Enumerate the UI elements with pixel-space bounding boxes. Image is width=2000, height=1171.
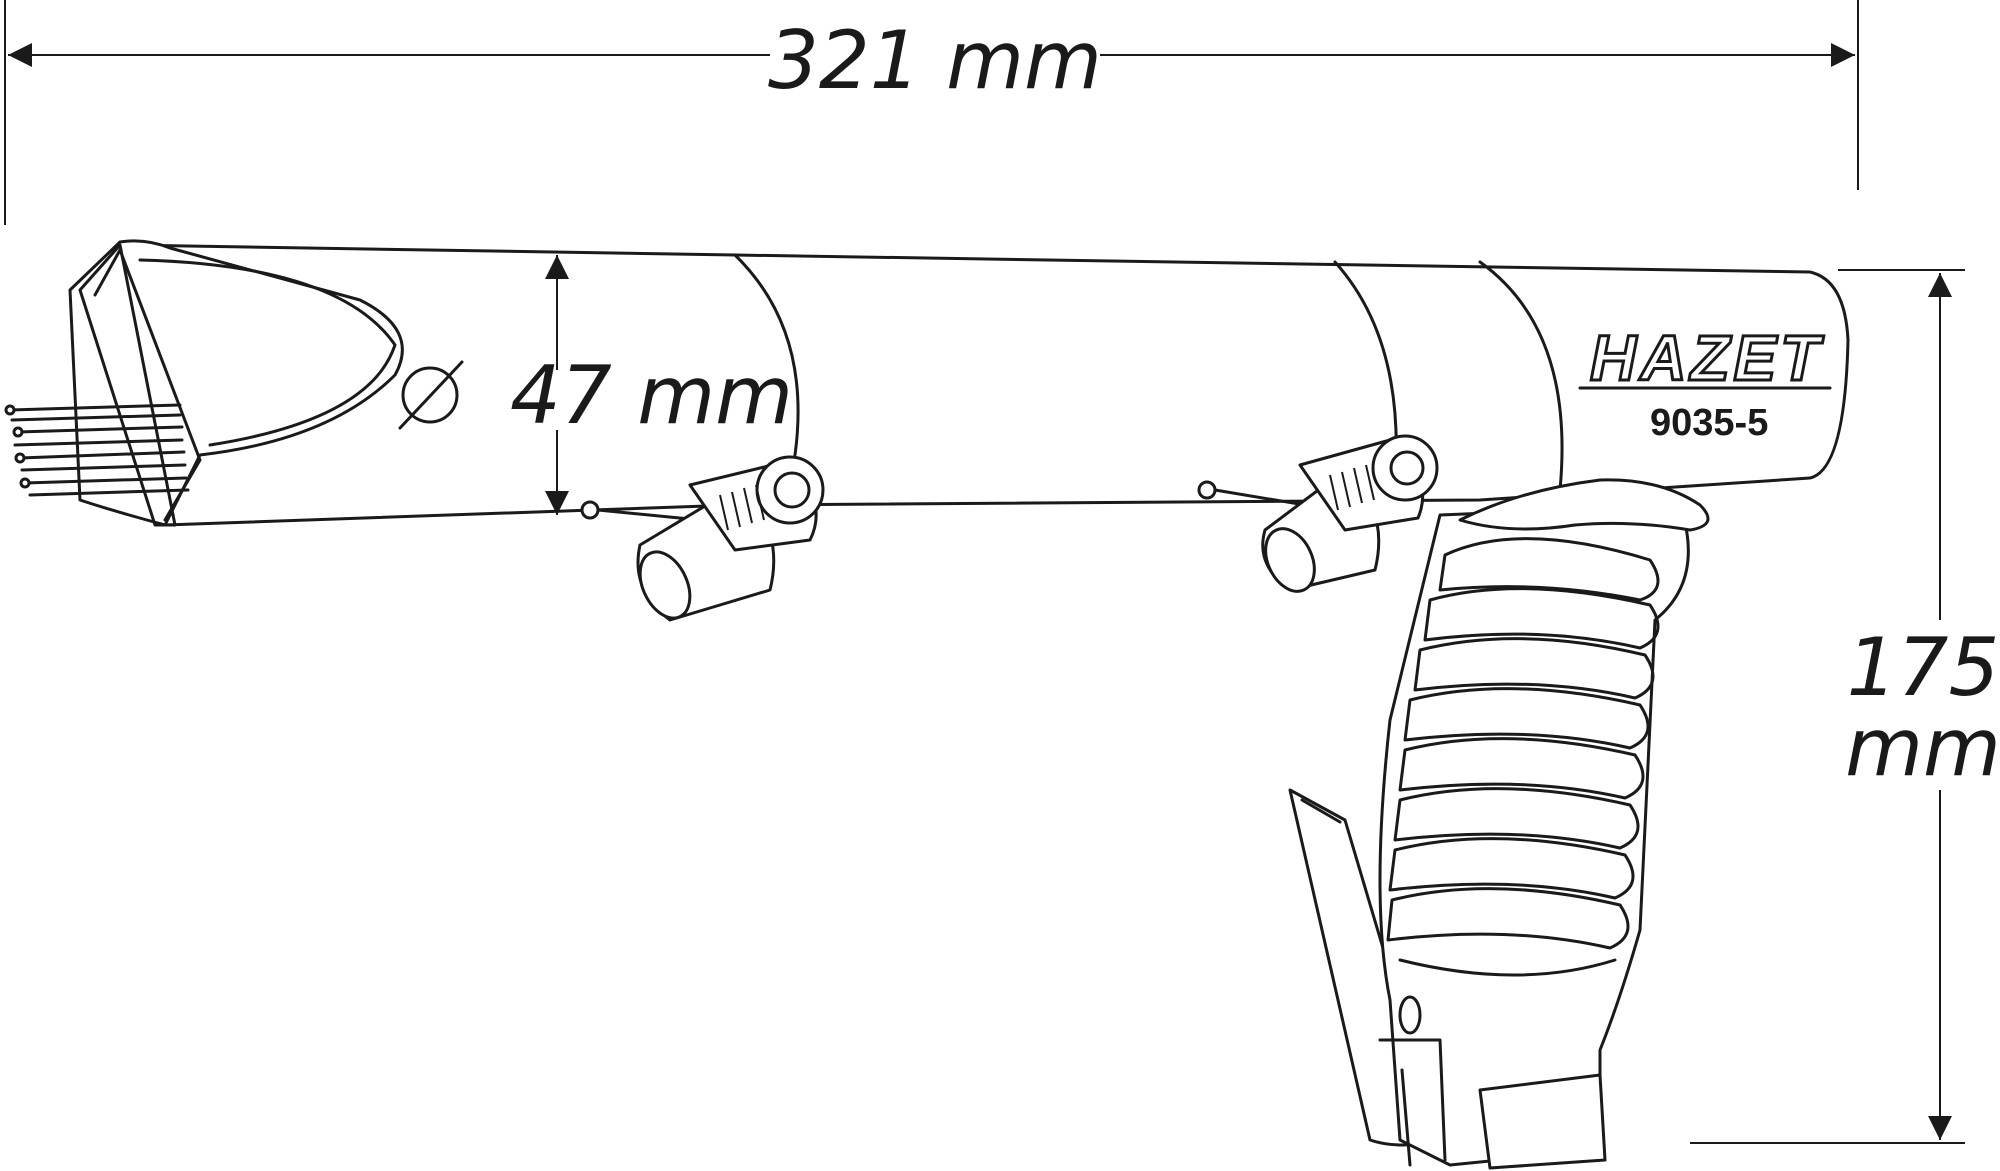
height-dimension: 175 mm: [1690, 269, 2000, 1144]
clamp-knob-2: [1197, 434, 1439, 593]
needle-tip: [4, 404, 16, 416]
needle: [10, 413, 182, 422]
height-value: 175: [1847, 621, 2000, 714]
needle: [23, 476, 188, 485]
needle: [16, 425, 184, 434]
needle: [28, 488, 190, 497]
needle: [8, 403, 182, 412]
needle-tip: [19, 477, 31, 489]
diameter-icon: [398, 360, 464, 430]
model-number: 9035-5: [1650, 402, 1768, 444]
seam-3: [1478, 260, 1564, 492]
needle-bundle: [4, 403, 190, 497]
seam-1: [733, 253, 800, 457]
nozzle-rim: [78, 243, 177, 527]
knob-center: [1389, 450, 1425, 486]
diameter-label: 47 mm: [510, 349, 793, 442]
pin-head: [580, 500, 600, 520]
needle-tip: [12, 426, 24, 438]
pin-head: [1197, 480, 1217, 500]
knob-center: [773, 471, 811, 509]
grip-ribs: [1386, 537, 1660, 950]
needle: [18, 450, 186, 460]
needle-tip: [14, 452, 26, 464]
length-label: 321 mm: [768, 14, 1102, 107]
diameter-dimension: 47 mm: [398, 255, 793, 515]
nozzle-inner: [138, 258, 397, 447]
handle-collar: [1458, 478, 1710, 532]
height-unit: mm: [1845, 701, 2000, 794]
grip-handle: [1378, 478, 1710, 1170]
needle: [13, 438, 184, 447]
inlet-hole: [1398, 995, 1422, 1035]
needle: [20, 463, 187, 472]
brand-logo: HAZET: [1590, 322, 1824, 394]
product-branding: HAZET 9035-5: [1578, 321, 1832, 444]
air-inlet: [1478, 1073, 1607, 1170]
handle-band: [1398, 958, 1617, 977]
clamp-knob-1: [580, 455, 825, 622]
length-dimension: 321 mm: [4, 0, 1859, 225]
